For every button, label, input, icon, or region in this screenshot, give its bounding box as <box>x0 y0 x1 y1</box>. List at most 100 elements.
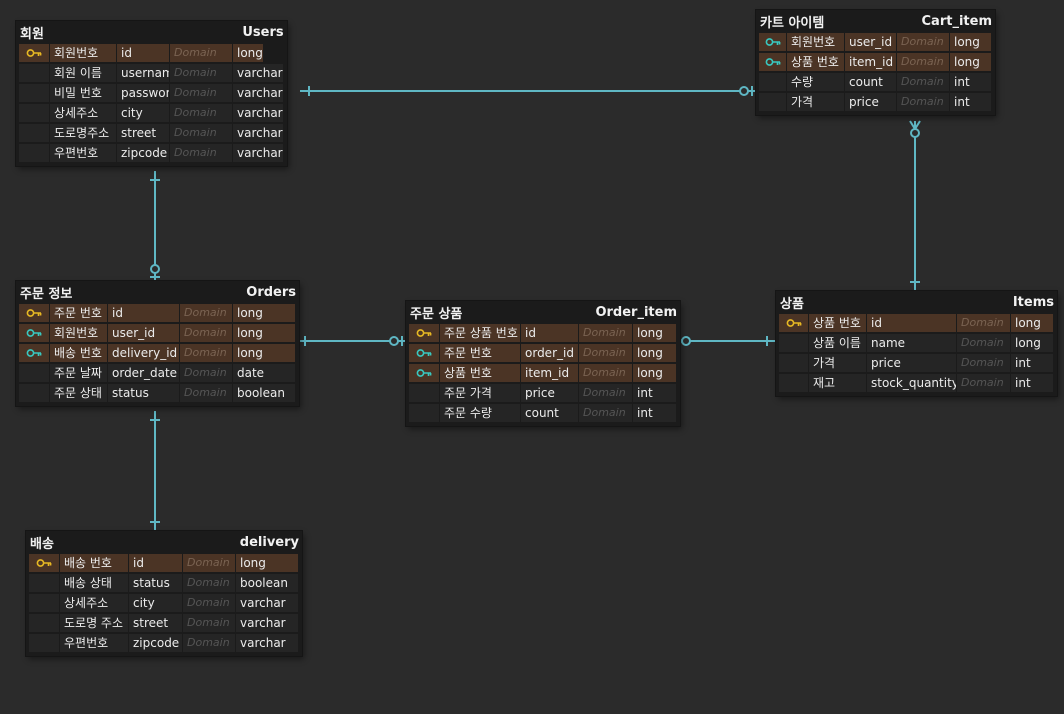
column-label: 재고 <box>809 374 866 392</box>
relationship-orders-order-item[interactable] <box>296 336 406 346</box>
column-domain: Domain <box>180 384 232 402</box>
column-name: id <box>129 554 182 572</box>
column-label: 주문 번호 <box>440 344 520 362</box>
entity-label: 상품 <box>780 296 804 312</box>
relationship-cart-item-items[interactable] <box>909 120 921 291</box>
column-name: item_id <box>521 364 578 382</box>
column-label: 회원 이름 <box>50 64 116 82</box>
column-type: varchar <box>233 84 283 102</box>
column-label: 회원번호 <box>787 33 844 51</box>
primary-key-icon <box>779 314 808 332</box>
entity-label: 주문 상품 <box>410 306 463 322</box>
column-row[interactable]: 회원 이름usernameDomainvarchar <box>19 63 284 83</box>
column-type: varchar <box>236 634 298 652</box>
entity-header[interactable]: 상품 Items <box>776 291 1057 313</box>
entity-header[interactable]: 주문 상품 Order_item <box>406 301 680 323</box>
column-domain: Domain <box>180 364 232 382</box>
column-label: 우편번호 <box>60 634 128 652</box>
column-type: int <box>950 73 991 91</box>
foreign-key-icon <box>19 344 49 362</box>
column-name: order_date <box>108 364 179 382</box>
column-domain: Domain <box>897 73 949 91</box>
relationship-order-item-items[interactable] <box>673 335 776 347</box>
column-type: long <box>233 344 295 362</box>
column-domain: Domain <box>579 404 632 422</box>
column-name: user_id <box>845 33 896 51</box>
column-label: 상품 번호 <box>809 314 866 332</box>
column-label: 도로명주소 <box>50 124 116 142</box>
column-type: long <box>236 554 298 572</box>
column-type: int <box>950 93 991 111</box>
key-slot <box>779 334 808 352</box>
relationship-users-orders[interactable] <box>150 171 160 281</box>
relationship-users-cart-item[interactable] <box>300 86 756 96</box>
column-label: 가격 <box>809 354 866 372</box>
column-type: long <box>233 324 295 342</box>
key-slot <box>409 384 439 402</box>
entity-label: 회원 <box>20 26 44 42</box>
column-label: 가격 <box>787 93 844 111</box>
column-type: int <box>1011 354 1053 372</box>
column-type: long <box>633 344 676 362</box>
entity-header[interactable]: 카트 아이템 Cart_item <box>756 10 995 32</box>
entity-header[interactable]: 주문 정보 Orders <box>16 281 299 303</box>
key-slot <box>29 574 59 592</box>
key-slot <box>779 374 808 392</box>
entity-header[interactable]: 회원 Users <box>16 21 287 43</box>
column-domain: Domain <box>183 594 235 612</box>
entity-header[interactable]: 배송 delivery <box>26 531 302 553</box>
key-slot <box>29 614 59 632</box>
column-label: 주문 수량 <box>440 404 520 422</box>
column-type: varchar <box>233 64 283 82</box>
column-name: username <box>117 64 169 82</box>
column-label: 우편번호 <box>50 144 116 162</box>
foreign-key-icon <box>759 33 786 51</box>
entity-name: Items <box>1012 294 1054 310</box>
column-row[interactable]: 비밀 번호passwordDomainvarchar <box>19 83 284 103</box>
column-domain: Domain <box>897 33 949 51</box>
entity-label: 주문 정보 <box>20 286 73 302</box>
column-label: 상세주소 <box>50 104 116 122</box>
column-name: id <box>117 44 169 62</box>
column-type: long <box>950 33 991 51</box>
relationship-orders-delivery[interactable] <box>150 411 160 531</box>
column-label: 배송 번호 <box>60 554 128 572</box>
column-label: 배송 상태 <box>60 574 128 592</box>
column-domain: Domain <box>183 634 235 652</box>
column-domain: Domain <box>579 324 632 342</box>
